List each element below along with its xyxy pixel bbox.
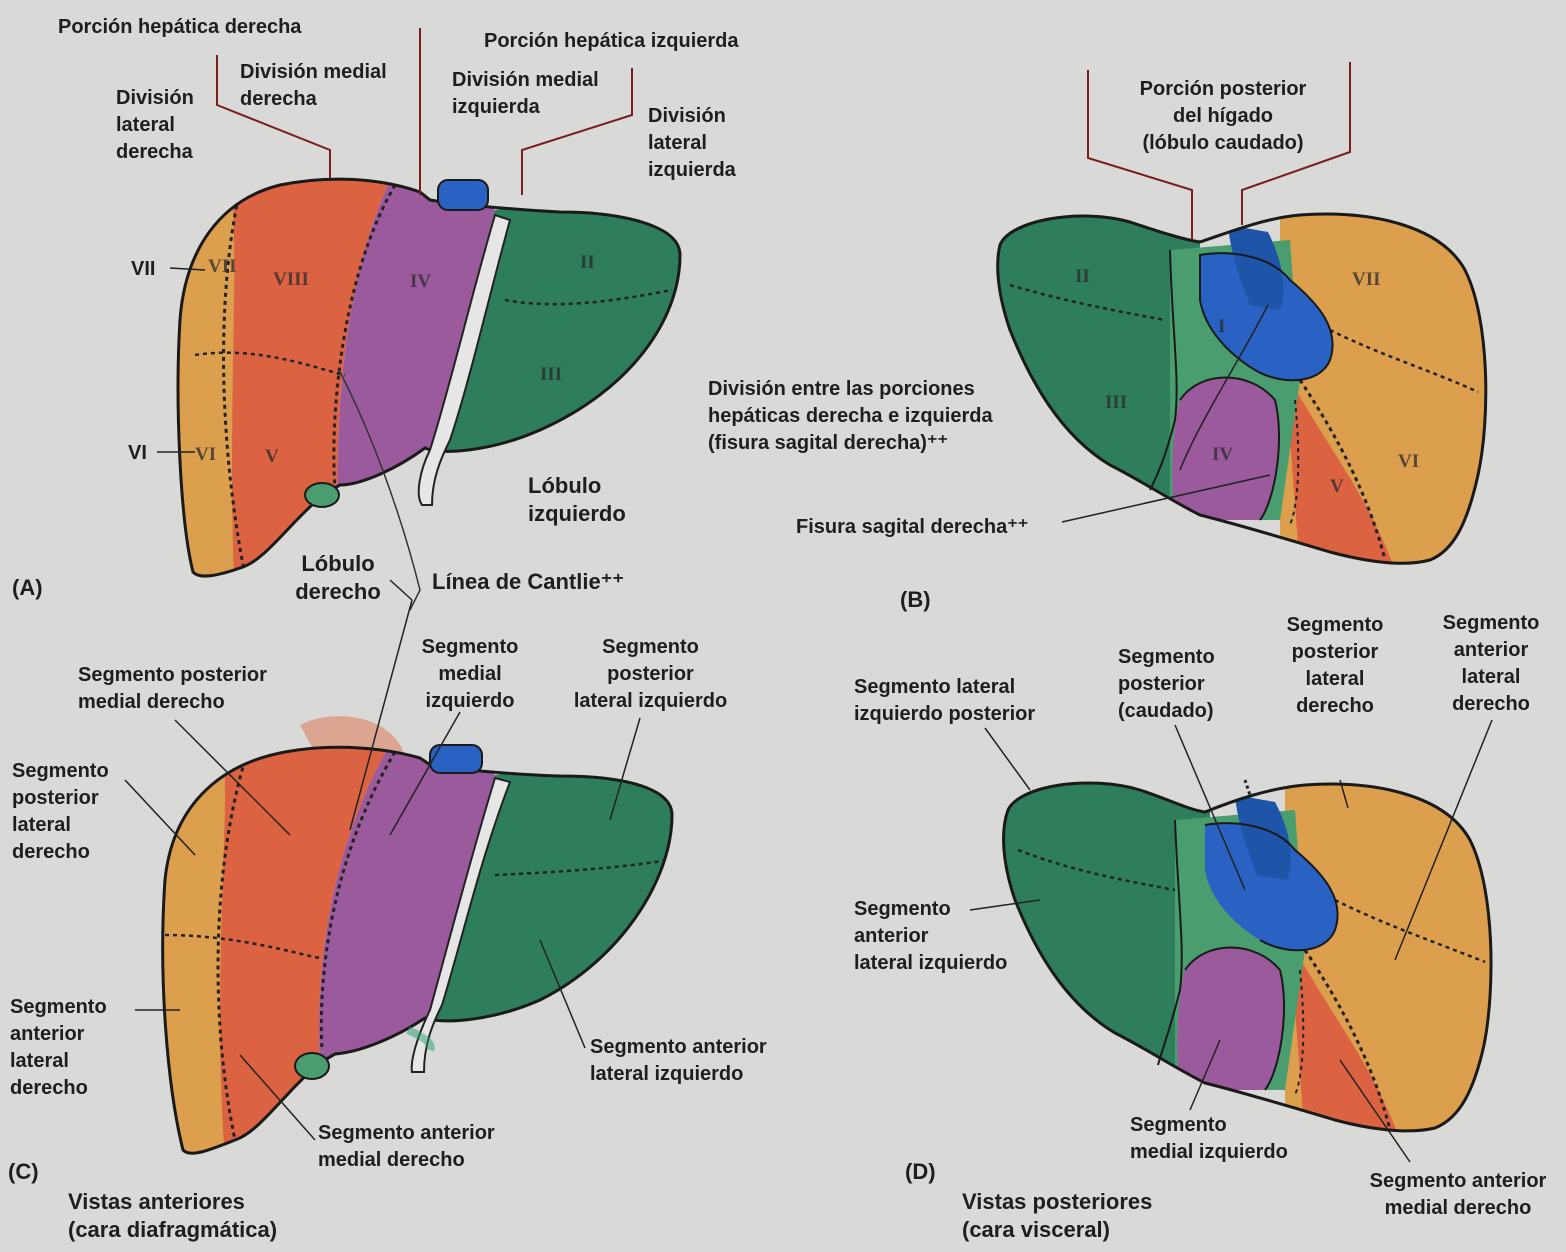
label-linea-de-cantlie: Línea de Cantlie⁺⁺ — [432, 568, 624, 596]
label-seg-posterior-lateral-derecho-d: Segmento posterior lateral derecho — [1272, 612, 1398, 720]
seg-ii-a: II — [580, 252, 595, 273]
label-panel-a: (A) — [12, 574, 43, 602]
seg-ii-b: II — [1075, 266, 1090, 287]
seg-v-b: V — [1330, 476, 1344, 497]
seg-vi-a: VI — [195, 444, 216, 465]
seg-vii-a: VII — [208, 256, 237, 277]
label-division-medial-izquierda: División medial izquierda — [452, 67, 599, 121]
label-seg-anterior-lateral-izquierdo-d: Segmento anterior lateral izquierdo — [854, 896, 1007, 977]
caption-vistas-anteriores: Vistas anteriores (cara diafragmática) — [68, 1188, 277, 1244]
label-pointer-vii: VII — [131, 256, 155, 283]
seg-iv-b: IV — [1212, 444, 1233, 465]
label-division-medial-derecha: División medial derecha — [240, 59, 387, 113]
label-panel-d: (D) — [905, 1158, 936, 1186]
label-seg-medial-izquierdo-d: Segmento medial izquierdo — [1130, 1112, 1288, 1166]
label-pointer-vi: VI — [128, 440, 147, 467]
label-seg-anterior-lateral-izquierdo-c: Segmento anterior lateral izquierdo — [590, 1034, 767, 1088]
seg-iv-a: IV — [410, 271, 431, 292]
caption-vistas-posteriores: Vistas posteriores (cara visceral) — [962, 1188, 1152, 1244]
label-porcion-hepatica-derecha: Porción hepática derecha — [58, 14, 301, 41]
panel-d-liver — [970, 720, 1505, 1162]
seg-iii-a: III — [540, 364, 562, 385]
label-seg-anterior-medial-derecho-c: Segmento anterior medial derecho — [318, 1120, 495, 1174]
label-seg-posterior-medial-derecho: Segmento posterior medial derecho — [78, 662, 267, 716]
label-seg-anterior-lateral-derecho-d: Segmento anterior lateral derecho — [1428, 610, 1554, 718]
label-lobulo-izquierdo: Lóbulo izquierdo — [528, 472, 626, 528]
label-porcion-hepatica-izquierda: Porción hepática izquierda — [484, 28, 739, 55]
seg-viii-a: VIII — [273, 269, 309, 290]
label-fisura-sagital-derecha: Fisura sagital derecha⁺⁺ — [796, 514, 1028, 541]
label-division-porciones: División entre las porciones hepáticas d… — [708, 376, 993, 457]
label-panel-b: (B) — [900, 586, 931, 614]
label-seg-anterior-medial-derecho-d: Segmento anterior medial derecho — [1352, 1168, 1564, 1222]
label-division-lateral-derecha: División lateral derecha — [116, 85, 194, 166]
label-porcion-posterior: Porción posterior del hígado (lóbulo cau… — [1118, 76, 1328, 157]
label-seg-posterior-lateral-derecho-c: Segmento posterior lateral derecho — [12, 758, 109, 866]
label-seg-lateral-izquierdo-posterior: Segmento lateral izquierdo posterior — [854, 674, 1035, 728]
label-seg-posterior-lateral-izquierdo: Segmento posterior lateral izquierdo — [563, 634, 738, 715]
seg-vi-b: VI — [1398, 451, 1419, 472]
seg-iii-b: III — [1105, 392, 1127, 413]
label-panel-c: (C) — [8, 1158, 39, 1186]
seg-v-a: V — [265, 446, 279, 467]
seg-vii-b: VII — [1352, 269, 1381, 290]
label-seg-posterior-caudado: Segmento posterior (caudado) — [1118, 644, 1215, 725]
seg-i-b: I — [1218, 316, 1225, 337]
label-lobulo-derecho: Lóbulo derecho — [288, 550, 388, 606]
label-seg-anterior-lateral-derecho-c: Segmento anterior lateral derecho — [10, 994, 107, 1102]
label-division-lateral-izquierda: División lateral izquierda — [648, 103, 736, 184]
label-seg-medial-izquierdo-c: Segmento medial izquierdo — [405, 634, 535, 715]
